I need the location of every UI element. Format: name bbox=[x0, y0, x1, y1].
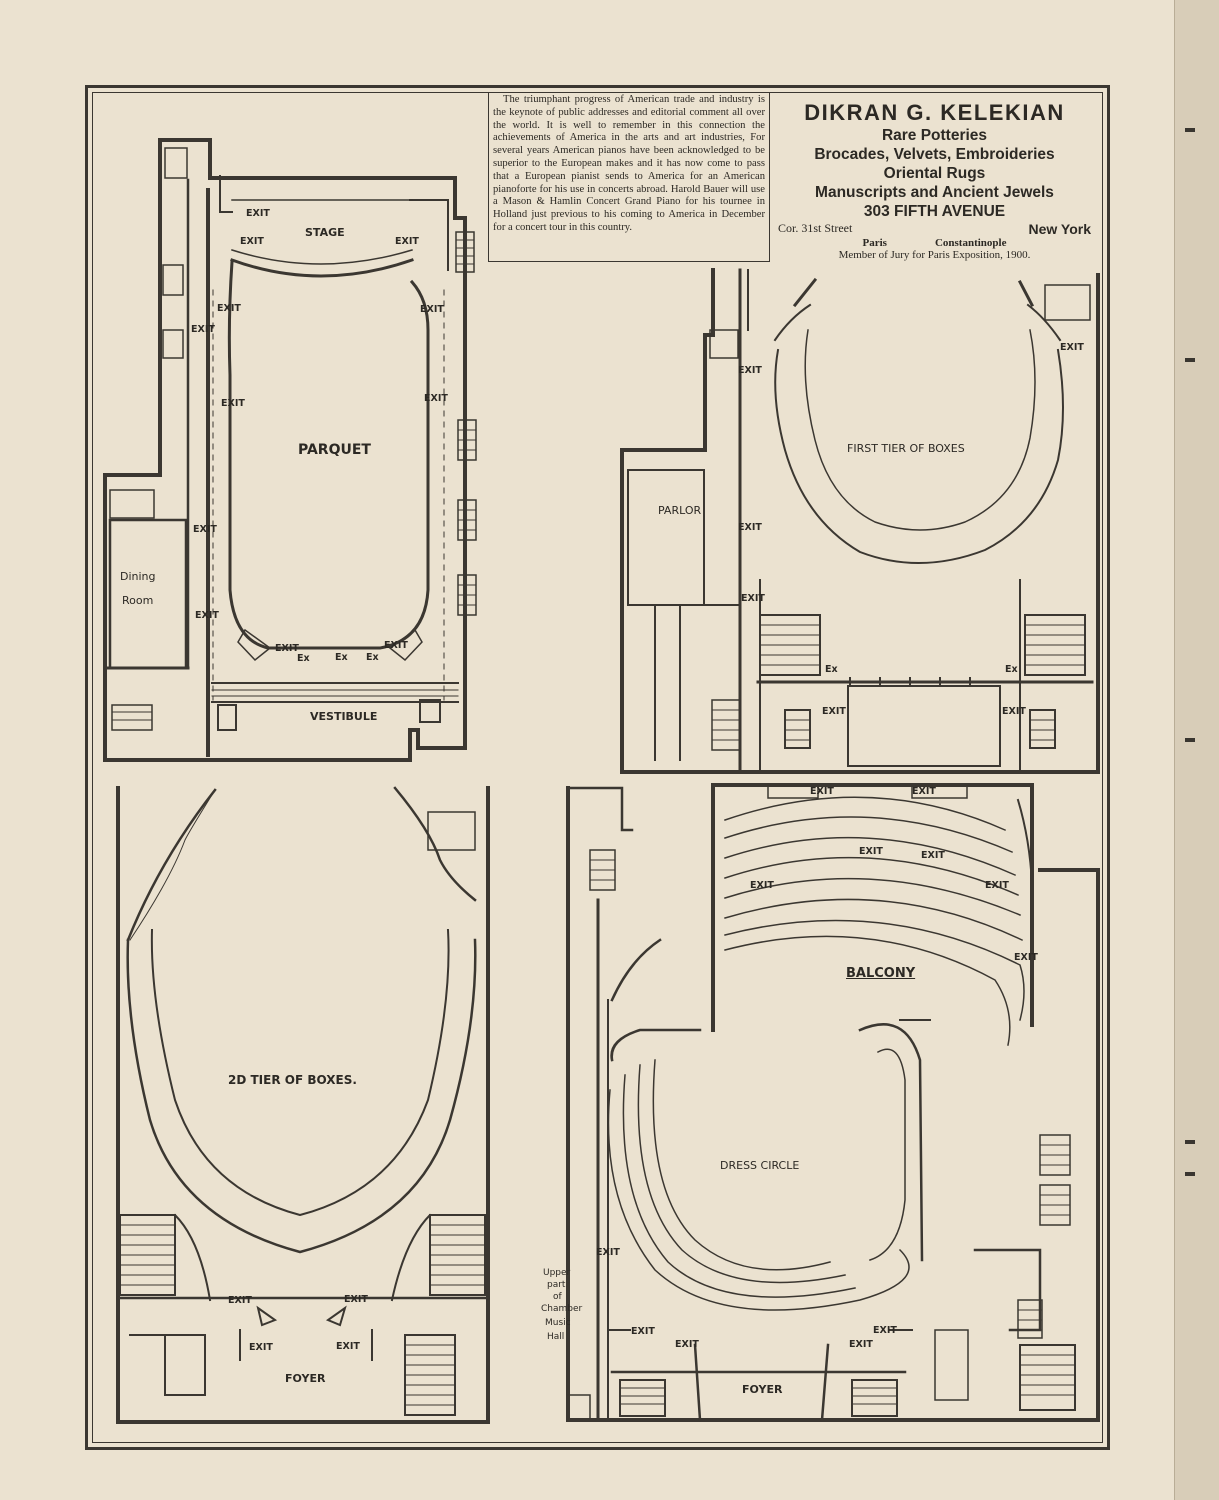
label-ex: Ex bbox=[825, 664, 838, 675]
kelekian-line-1: Rare Potteries bbox=[881, 127, 988, 144]
label-upper-part: Music bbox=[545, 1318, 571, 1328]
kelekian-advertisement: DIKRAN G. KELEKIAN Rare Potteries Brocad… bbox=[772, 96, 1097, 262]
label-balcony: BALCONY bbox=[846, 966, 916, 981]
label-exit: EXIT bbox=[631, 1326, 655, 1337]
binding-staple bbox=[1185, 738, 1195, 742]
label-exit: EXIT bbox=[1060, 342, 1084, 353]
kelekian-corner-row: Cor. 31st Street New York bbox=[772, 221, 1097, 237]
label-exit: EXIT bbox=[675, 1339, 699, 1350]
label-ex: Ex bbox=[297, 653, 310, 664]
advertisement-paragraph: The triumphant progress of American trad… bbox=[493, 94, 765, 233]
label-dining: Dining bbox=[120, 570, 156, 583]
label-exit: EXIT bbox=[275, 643, 299, 654]
plan-first-tier bbox=[620, 268, 1100, 774]
label-exit: EXIT bbox=[217, 303, 241, 314]
label-exit: EXIT bbox=[1014, 952, 1038, 963]
label-exit: EXIT bbox=[193, 524, 217, 535]
kelekian-corner: Cor. 31st Street bbox=[778, 221, 853, 235]
kelekian-paris: Paris bbox=[862, 237, 887, 249]
label-ex: Ex bbox=[335, 652, 348, 663]
kelekian-line-2: Brocades, Velvets, Embroideries bbox=[814, 146, 1055, 163]
label-ex: Ex bbox=[366, 652, 379, 663]
facing-page-edge bbox=[1174, 0, 1219, 1500]
label-exit: EXIT bbox=[336, 1341, 360, 1352]
label-exit: EXIT bbox=[750, 880, 774, 891]
label-exit: EXIT bbox=[873, 1325, 897, 1336]
label-exit: EXIT bbox=[195, 610, 219, 621]
label-upper-part: Chamber bbox=[541, 1304, 583, 1314]
label-first-tier: FIRST TIER OF BOXES bbox=[847, 442, 965, 455]
label-parquet: PARQUET bbox=[298, 442, 371, 458]
label-exit: EXIT bbox=[228, 1295, 252, 1306]
label-second-tier: 2D TIER OF BOXES. bbox=[228, 1073, 357, 1087]
label-ex: Ex bbox=[1005, 664, 1018, 675]
kelekian-address: 303 FIFTH AVENUE bbox=[863, 203, 1006, 220]
kelekian-line-3: Oriental Rugs bbox=[883, 165, 986, 182]
label-exit: EXIT bbox=[921, 850, 945, 861]
label-exit: EXIT bbox=[912, 786, 936, 797]
label-exit: EXIT bbox=[1002, 706, 1026, 717]
label-exit: EXIT bbox=[738, 365, 762, 376]
kelekian-branches: Paris Constantinople bbox=[772, 237, 1097, 249]
plan-balcony-dress-circle bbox=[566, 783, 1100, 1422]
label-exit: EXIT bbox=[985, 880, 1009, 891]
label-exit: EXIT bbox=[741, 593, 765, 604]
label-stage: STAGE bbox=[305, 226, 345, 239]
label-upper-part: part bbox=[547, 1280, 566, 1290]
kelekian-jury: Member of Jury for Paris Exposition, 190… bbox=[838, 249, 1031, 261]
kelekian-constantinople: Constantinople bbox=[934, 237, 1007, 249]
label-exit: EXIT bbox=[596, 1247, 620, 1258]
label-exit: EXIT bbox=[420, 304, 444, 315]
label-exit: EXIT bbox=[249, 1342, 273, 1353]
kelekian-line-4: Manuscripts and Ancient Jewels bbox=[815, 184, 1054, 201]
label-exit: EXIT bbox=[246, 208, 270, 219]
advertisement-box bbox=[488, 92, 770, 262]
binding-staple bbox=[1185, 128, 1195, 132]
binding-staple bbox=[1185, 1140, 1195, 1144]
label-exit: EXIT bbox=[344, 1294, 368, 1305]
label-exit: EXIT bbox=[384, 640, 408, 651]
label-exit: EXIT bbox=[810, 786, 834, 797]
binding-staple bbox=[1185, 1172, 1195, 1176]
page-border-outer bbox=[85, 85, 1110, 1450]
label-exit: EXIT bbox=[849, 1339, 873, 1350]
binding-staple bbox=[1185, 358, 1195, 362]
label-dress-circle: DRESS CIRCLE bbox=[720, 1159, 800, 1172]
kelekian-city: New York bbox=[1028, 221, 1091, 237]
plan-parquet bbox=[103, 138, 477, 762]
label-foyer: FOYER bbox=[285, 1372, 326, 1385]
label-upper-part: Hall bbox=[547, 1332, 565, 1342]
label-exit: EXIT bbox=[395, 236, 419, 247]
label-exit: EXIT bbox=[240, 236, 264, 247]
label-dining-room: Room bbox=[122, 594, 154, 607]
label-exit: EXIT bbox=[424, 393, 448, 404]
label-exit: EXIT bbox=[191, 324, 215, 335]
label-exit: EXIT bbox=[221, 398, 245, 409]
label-upper-part: Upper bbox=[543, 1268, 571, 1278]
plan-second-tier bbox=[116, 786, 490, 1424]
label-exit: EXIT bbox=[822, 706, 846, 717]
label-exit: EXIT bbox=[859, 846, 883, 857]
label-exit: EXIT bbox=[738, 522, 762, 533]
label-upper-part: of bbox=[553, 1292, 562, 1302]
kelekian-name: DIKRAN G. KELEKIAN bbox=[804, 100, 1065, 125]
label-parlor: PARLOR bbox=[658, 504, 702, 517]
label-foyer: FOYER bbox=[742, 1383, 783, 1396]
label-vestibule: VESTIBULE bbox=[310, 710, 378, 723]
